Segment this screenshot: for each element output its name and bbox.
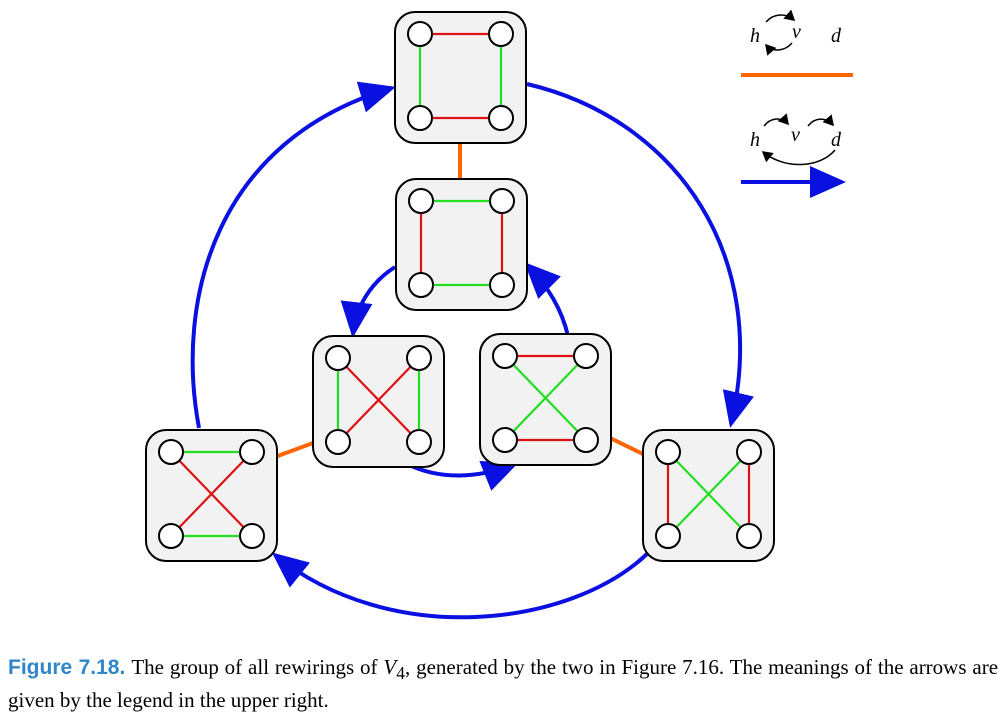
- graph-node-inner-top: [395, 178, 528, 311]
- legend-swap-arrow-top: [765, 9, 796, 23]
- legend-cycle-h: h: [750, 129, 760, 151]
- caption-subscript: 4: [396, 663, 405, 684]
- outer-arrow-right-to-left: [271, 551, 650, 620]
- graph-node-top: [394, 11, 527, 144]
- legend-cycle-v: v: [791, 124, 800, 146]
- legend: h v d h v d: [741, 9, 853, 198]
- legend-cycle-d: d: [831, 129, 842, 151]
- legend-cycle-arrow-hv: [763, 113, 789, 127]
- caption-text-before: The group of all rewirings of: [131, 655, 384, 679]
- outer-arrow-left-to-top: [190, 81, 396, 429]
- graph-node-outer-left: [145, 429, 278, 562]
- caption-text-after: , generated by the two in Figure 7.16. T…: [8, 655, 999, 713]
- legend-cycle-arrow-vd: [807, 114, 834, 127]
- legend-cycle-arrow-dh: [761, 149, 836, 166]
- orange-edge-right: [607, 435, 646, 457]
- outer-arrow-top-to-right: [526, 82, 754, 428]
- graph-node-outer-right: [642, 429, 775, 562]
- graph-node-inner-right: [479, 333, 612, 466]
- orange-edge-left: [274, 441, 314, 459]
- rewiring-group-diagram: h v d h v d: [145, 9, 853, 620]
- orange-connectors: [274, 143, 646, 459]
- figure-caption: Figure 7.18.The group of all rewirings o…: [8, 654, 998, 714]
- graph-node-inner-left: [312, 335, 445, 468]
- inner-arrow-top-to-left: [340, 265, 397, 338]
- legend-swap-v: v: [792, 21, 801, 43]
- legend-swap-d: d: [831, 25, 842, 47]
- legend-swap-arrow-bottom: [765, 42, 793, 56]
- inner-arrow-right-to-top: [524, 262, 570, 337]
- outer-cycle-arrows: [190, 81, 754, 620]
- caption-variable: V: [383, 655, 397, 679]
- legend-swap-h: h: [750, 25, 760, 47]
- figure-label: Figure 7.18.: [8, 656, 126, 679]
